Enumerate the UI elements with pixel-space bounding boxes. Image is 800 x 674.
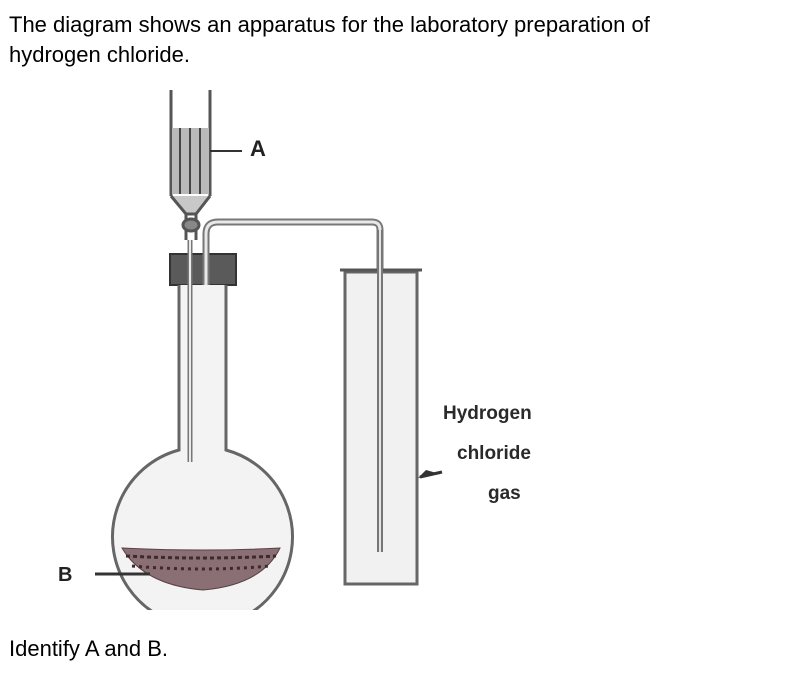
gas-label-line-2: chloride — [457, 443, 531, 464]
round-bottom-flask — [111, 285, 294, 610]
apparatus-diagram: A B Hydrogen chloride gas — [58, 90, 532, 610]
question-line-2: hydrogen chloride. — [9, 42, 191, 67]
label-a: A — [250, 136, 266, 161]
gas-label-line-1: Hydrogen — [443, 403, 532, 424]
question-text: The diagram shows an apparatus for the l… — [9, 10, 789, 70]
gas-label-line-3: gas — [488, 483, 521, 504]
question-line-1: The diagram shows an apparatus for the l… — [9, 12, 650, 37]
label-b: B — [58, 564, 72, 586]
thistle-funnel — [169, 90, 212, 240]
prompt-text: Identify A and B. — [9, 636, 169, 661]
